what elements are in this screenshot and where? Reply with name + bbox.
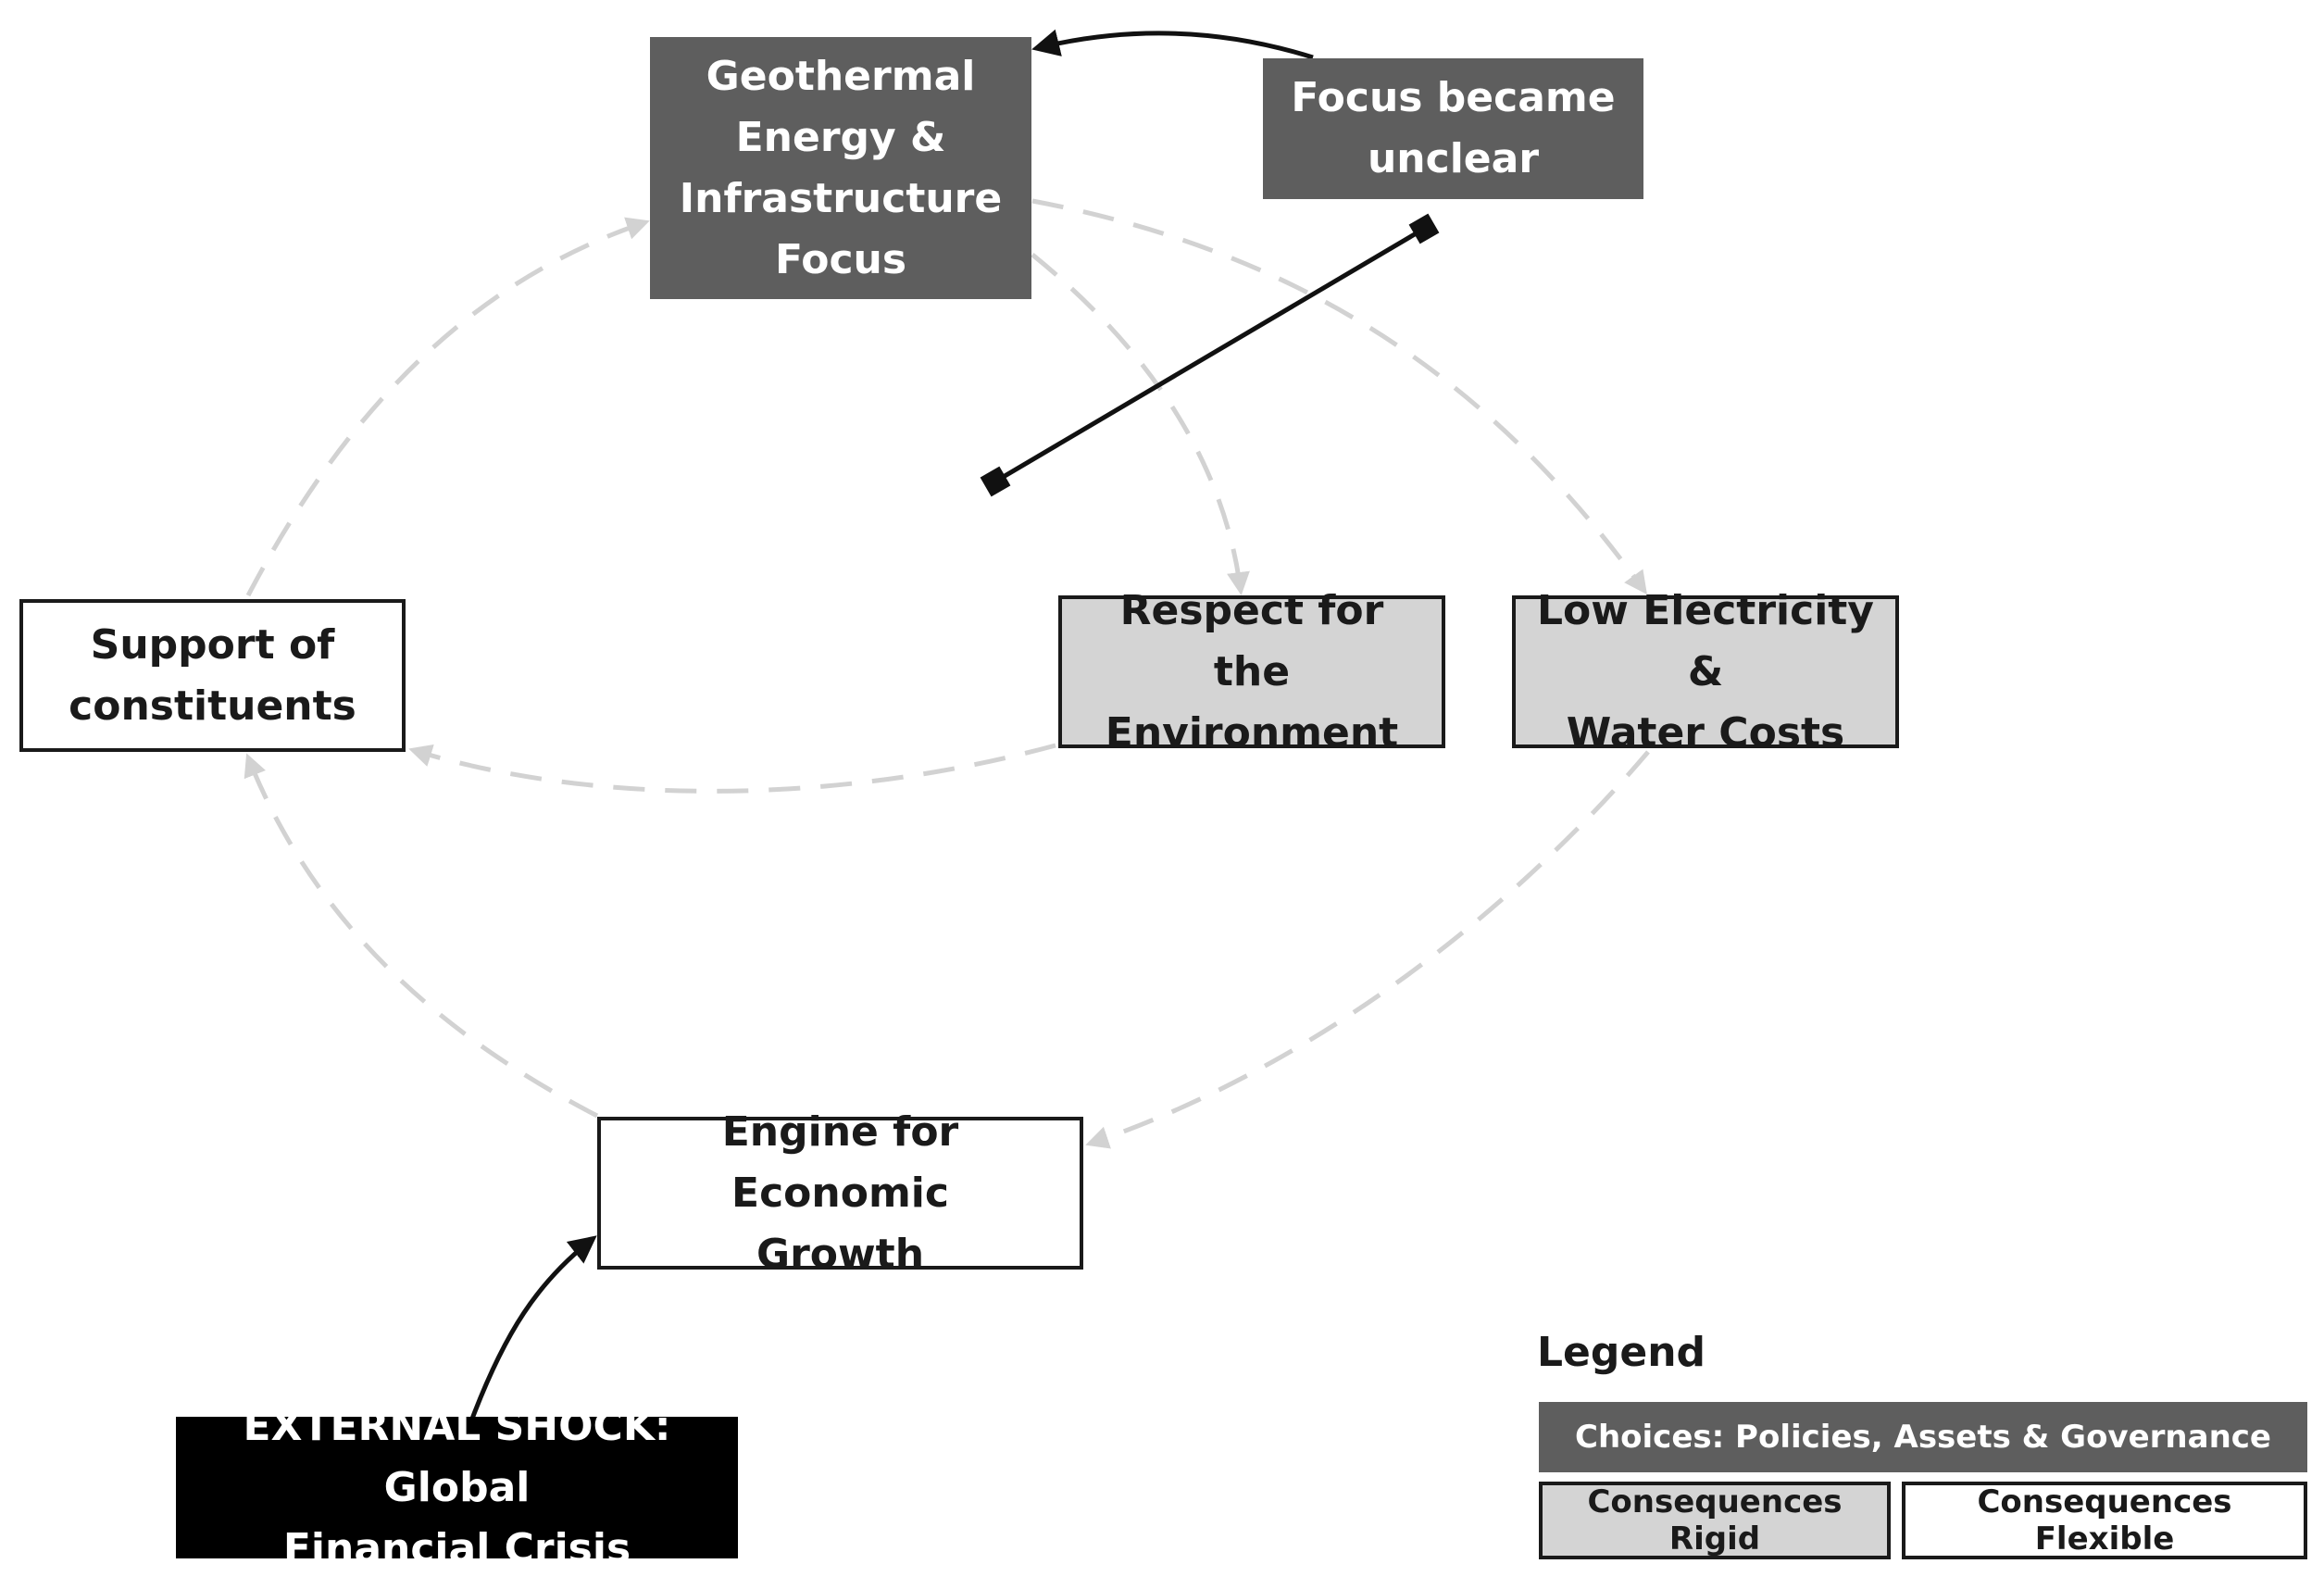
disruption-line xyxy=(993,226,1426,484)
legend-flexible-label: Consequences Flexible xyxy=(1977,1483,2232,1558)
disruption-line-end-a xyxy=(980,466,1011,497)
link-geothermal-to-respect xyxy=(1031,253,1250,595)
node-respect-environment-label: Respect for the Environment xyxy=(1105,586,1399,757)
legend-choices-label: Choices: Policies, Assets & Governance xyxy=(1575,1419,2271,1456)
legend-title: Legend xyxy=(1537,1329,1706,1376)
legend-flexible: Consequences Flexible xyxy=(1902,1482,2307,1559)
node-support-constituents-label: Support of constituents xyxy=(69,620,356,730)
link-shock-to-engine xyxy=(469,1235,597,1420)
node-geothermal-focus-label: Geothermal Energy & Infrastructure Focus xyxy=(679,52,1003,283)
link-respect-to-support xyxy=(408,743,1056,794)
link-focus-unclear-to-geothermal xyxy=(1031,29,1314,60)
node-focus-unclear: Focus became unclear xyxy=(1263,58,1643,199)
node-geothermal-focus: Geothermal Energy & Infrastructure Focus xyxy=(650,37,1031,299)
node-respect-environment: Respect for the Environment xyxy=(1058,587,1445,757)
link-low-costs-to-engine xyxy=(1085,750,1650,1149)
node-engine-growth: Engine for Economic Growth xyxy=(597,1108,1083,1278)
node-focus-unclear-label: Focus became unclear xyxy=(1291,74,1616,182)
disruption-line-end-b xyxy=(1408,213,1440,244)
link-support-to-geothermal xyxy=(245,217,650,597)
legend-rigid-label: Consequences Rigid xyxy=(1587,1483,1843,1558)
node-external-shock-label: EXTERNAL SHOCK: Global Financial Crisis xyxy=(243,1402,671,1572)
node-external-shock: EXTERNAL SHOCK: Global Financial Crisis xyxy=(176,1403,738,1572)
link-engine-to-support xyxy=(244,753,599,1119)
link-geothermal-to-low-costs xyxy=(1031,198,1647,595)
node-support-constituents: Support of constituents xyxy=(19,599,406,752)
node-engine-growth-label: Engine for Economic Growth xyxy=(721,1107,959,1278)
legend-choices: Choices: Policies, Assets & Governance xyxy=(1539,1402,2307,1472)
legend-rigid: Consequences Rigid xyxy=(1539,1482,1891,1559)
node-low-costs-label: Low Electricity & Water Costs xyxy=(1537,586,1874,757)
node-low-costs: Low Electricity & Water Costs xyxy=(1512,587,1899,757)
